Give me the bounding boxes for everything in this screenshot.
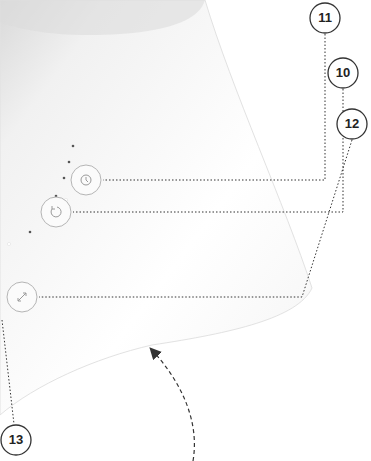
housing: [0, 0, 312, 415]
leader-lines: [2, 34, 352, 424]
pointer-arrow: [151, 349, 194, 461]
callout-number: 13: [2, 426, 30, 454]
callout-number: 11: [311, 4, 339, 32]
indicator-dots: [29, 145, 75, 234]
buttons: [7, 165, 101, 312]
callout-number: 12: [338, 110, 366, 138]
button-icons: [18, 175, 91, 301]
callout-circles: [1, 3, 367, 455]
callout-number: 10: [329, 59, 357, 87]
housing-shadow: [0, 0, 205, 35]
